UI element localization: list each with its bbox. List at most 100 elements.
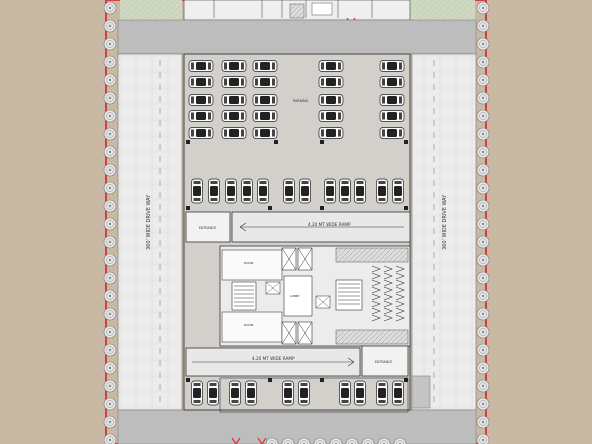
- car-icon: [207, 380, 219, 406]
- column-marker: [268, 206, 272, 210]
- tree-row-right: [476, 1, 490, 444]
- column-marker: [404, 140, 408, 144]
- car-icon: [252, 127, 278, 139]
- tree-icon: [476, 109, 490, 123]
- tree-icon: [103, 397, 117, 411]
- car-icon: [229, 380, 241, 406]
- column-marker: [320, 140, 324, 144]
- tree-icon: [103, 217, 117, 231]
- drive-way-right-label: 360' WIDE DRIVE WAY: [442, 194, 448, 250]
- car-icon: [252, 110, 278, 122]
- car-icon: [379, 127, 405, 139]
- car-icon: [221, 60, 247, 72]
- tree-icon: [103, 91, 117, 105]
- room-left-bottom-label: ROOM: [244, 323, 254, 327]
- car-icon: [339, 380, 351, 406]
- tree-icon: [476, 397, 490, 411]
- column-marker: [186, 140, 190, 144]
- column-marker: [320, 206, 324, 210]
- tree-icon: [103, 163, 117, 177]
- car-icon: [188, 76, 214, 88]
- bottom-road: [117, 409, 477, 444]
- tree-icon: [476, 127, 490, 141]
- tree-icon: [103, 127, 117, 141]
- car-icon: [282, 380, 294, 406]
- car-icon: [339, 178, 351, 204]
- lobby: [283, 275, 313, 317]
- car-icon: [299, 178, 311, 204]
- drive-way-left-label: 360' WIDE DRIVE WAY: [146, 194, 152, 250]
- tree-icon: [103, 379, 117, 393]
- tree-icon: [476, 1, 490, 15]
- car-icon: [324, 178, 336, 204]
- car-icon: [318, 94, 344, 106]
- bike-icon: [371, 286, 405, 294]
- top-road: [117, 19, 477, 55]
- car-icon: [225, 178, 237, 204]
- car-icon: [188, 94, 214, 106]
- top-grass-left: [120, 0, 182, 20]
- column-marker: [268, 378, 272, 382]
- entrance-left: [185, 211, 231, 243]
- entry-marker-bottom-left: [231, 437, 241, 444]
- car-icon: [318, 127, 344, 139]
- car-icon: [188, 127, 214, 139]
- tree-icon: [103, 307, 117, 321]
- tree-icon: [103, 325, 117, 339]
- bike-icon: [371, 272, 405, 280]
- tree-icon: [103, 181, 117, 195]
- car-icon: [188, 110, 214, 122]
- drive-way-right: [411, 53, 477, 411]
- car-icon: [283, 178, 295, 204]
- bike-icon: [371, 279, 405, 287]
- column-marker: [274, 140, 278, 144]
- tree-icon: [476, 199, 490, 213]
- tree-icon: [476, 235, 490, 249]
- bottom-bay-outline: [219, 377, 409, 413]
- stair-left: [231, 281, 257, 311]
- top-grass-right: [410, 0, 475, 20]
- entrance-left-label: ENTRANCE: [199, 226, 216, 230]
- tree-icon: [103, 109, 117, 123]
- parking-label: PARKING: [293, 99, 309, 103]
- tree-icon: [476, 325, 490, 339]
- tree-icon: [476, 343, 490, 357]
- car-icon: [221, 94, 247, 106]
- hatched-zone-top: [335, 247, 409, 263]
- tree-icon: [103, 235, 117, 249]
- tree-icon: [476, 415, 490, 429]
- entry-marker-bottom-right: [257, 437, 267, 444]
- car-icon: [221, 76, 247, 88]
- car-icon: [245, 380, 257, 406]
- tree-icon: [103, 145, 117, 159]
- bottom-planters: [265, 437, 407, 444]
- room-left-top-label: ROOM: [244, 261, 254, 265]
- car-icon: [191, 178, 203, 204]
- ramp-top-label: 4.20 MT WIDE RAMP: [308, 222, 351, 227]
- drive-way-left: [117, 53, 183, 411]
- car-icon: [392, 178, 404, 204]
- car-icon: [376, 178, 388, 204]
- tree-icon: [103, 37, 117, 51]
- bike-icon: [371, 300, 405, 308]
- column-marker: [320, 378, 324, 382]
- bike-icon: [371, 314, 405, 322]
- car-icon: [208, 178, 220, 204]
- car-icon: [252, 76, 278, 88]
- tree-icon: [103, 433, 117, 444]
- column-marker: [186, 378, 190, 382]
- car-icon: [379, 76, 405, 88]
- car-icon: [379, 94, 405, 106]
- tree-icon: [476, 19, 490, 33]
- column-marker: [404, 206, 408, 210]
- bike-icon: [371, 307, 405, 315]
- car-icon: [252, 94, 278, 106]
- car-icon: [318, 110, 344, 122]
- car-icon: [298, 380, 310, 406]
- car-icon: [241, 178, 253, 204]
- car-icon: [318, 76, 344, 88]
- room-left-top: [221, 249, 283, 281]
- tree-icon: [476, 289, 490, 303]
- car-icon: [252, 60, 278, 72]
- tree-icon: [476, 217, 490, 231]
